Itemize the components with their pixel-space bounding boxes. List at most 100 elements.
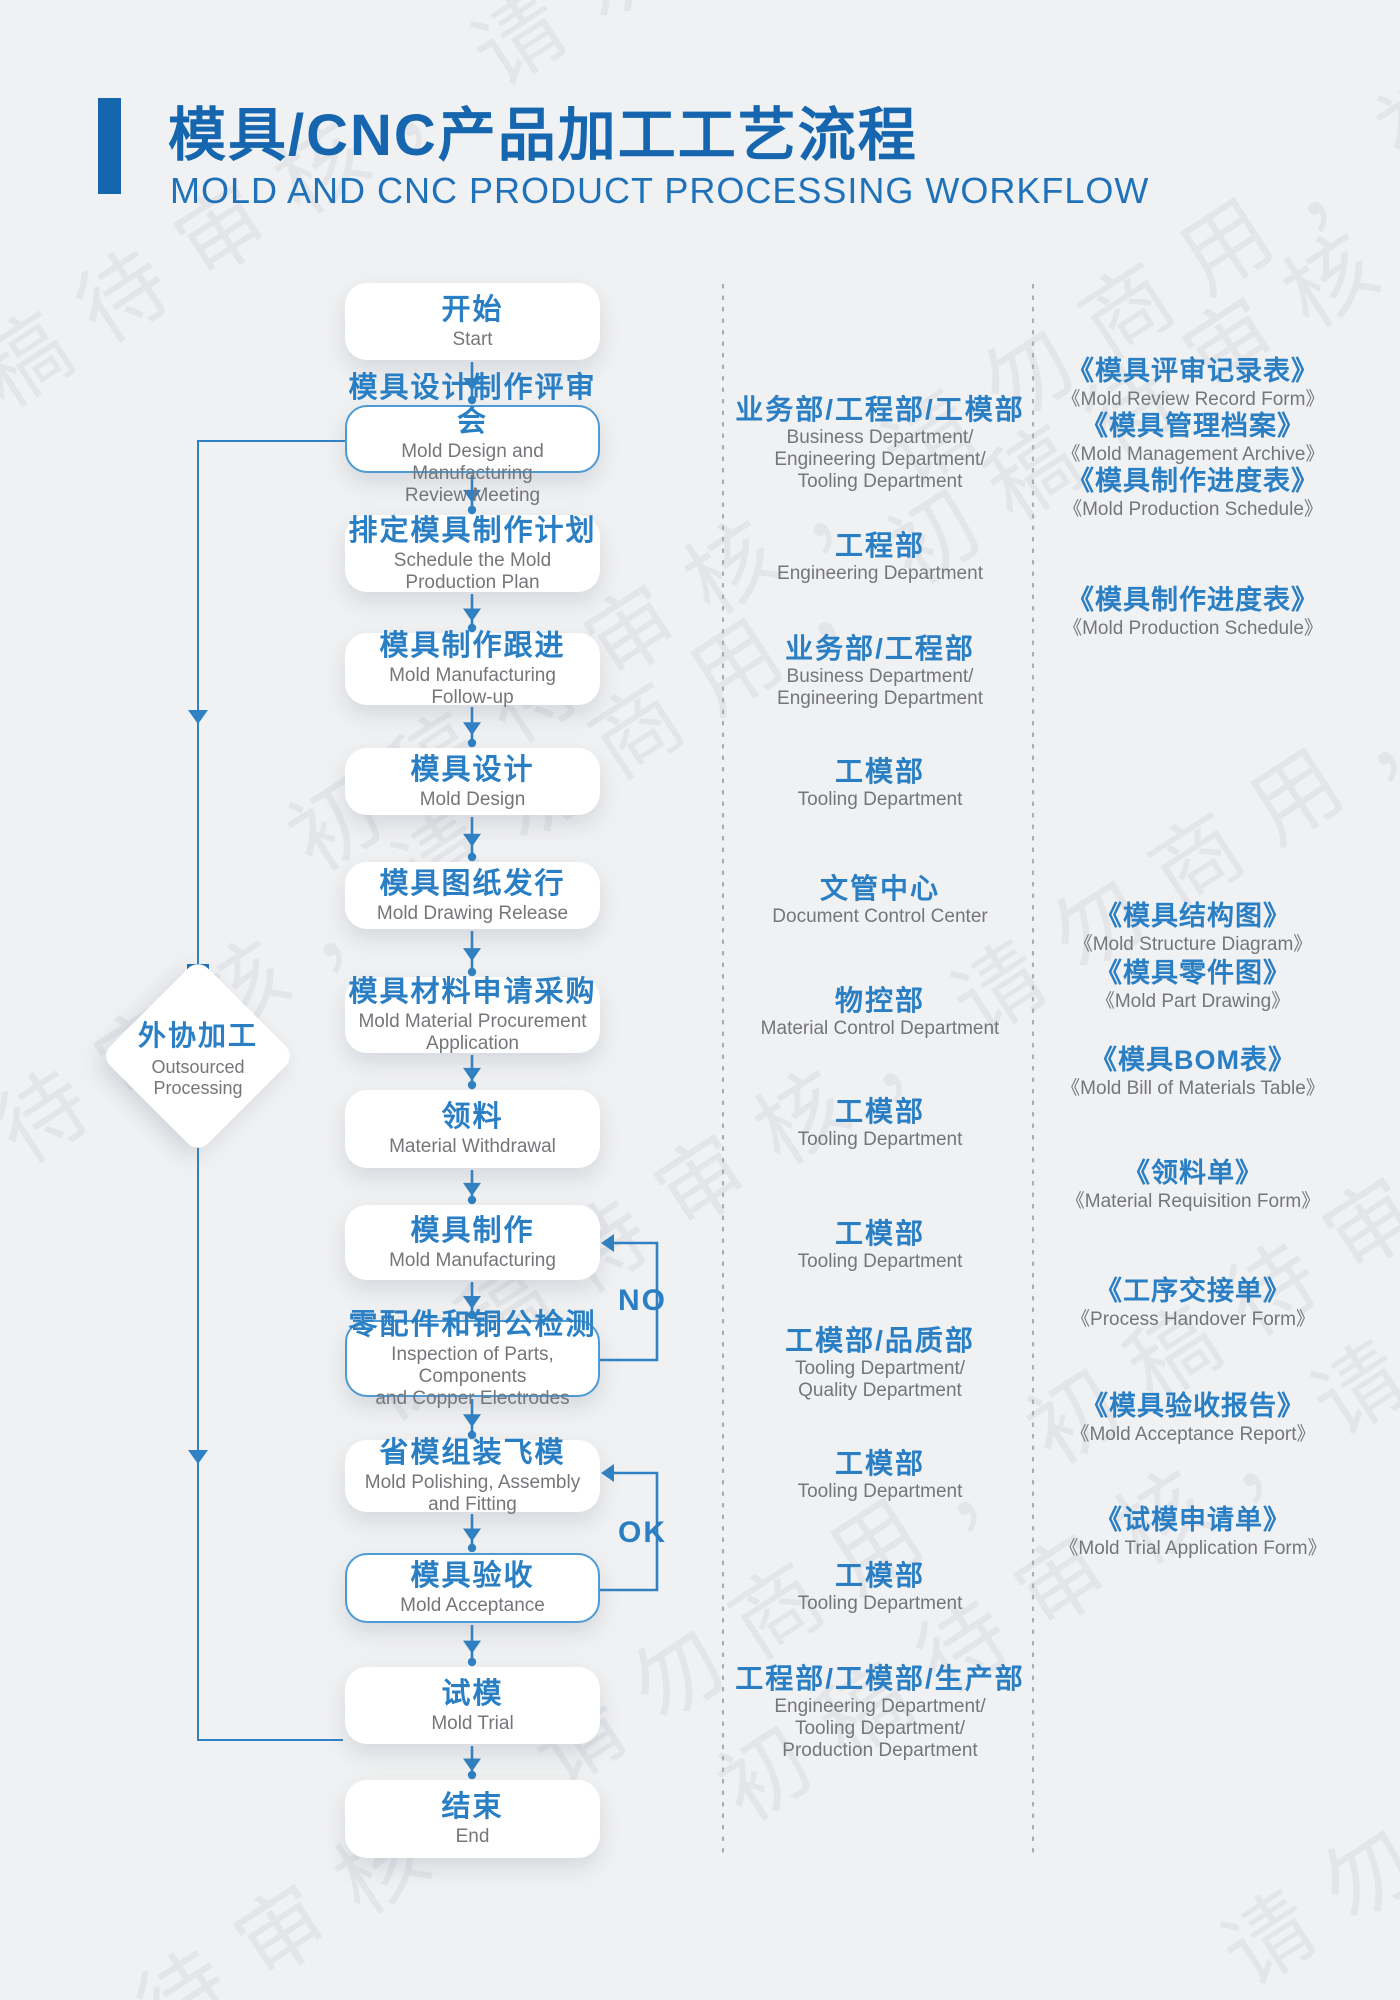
flow-arrowhead-icon bbox=[463, 1528, 481, 1542]
document-label-en: 《Mold Part Drawing》 bbox=[1095, 991, 1291, 1012]
node-label-zh: 模具制作跟进 bbox=[379, 630, 566, 662]
node-label-zh: 模具设计制作评审会 bbox=[348, 372, 597, 438]
flow-arrowhead-icon bbox=[463, 1296, 481, 1310]
document-label-en: 《Mold Structure Diagram》 bbox=[1073, 934, 1313, 955]
document-item: 《模具零件图》《Mold Part Drawing》 bbox=[1023, 957, 1363, 1013]
document-item: 《工序交接单》《Process Handover Form》 bbox=[1023, 1275, 1363, 1331]
flow-arrow-dot bbox=[467, 1430, 477, 1440]
loop-ok-path bbox=[600, 1471, 659, 1592]
flow-arrowhead-icon bbox=[463, 489, 481, 503]
document-label-zh: 《模具结构图》 bbox=[1095, 901, 1291, 931]
document-label-zh: 《模具管理档案》 bbox=[1081, 411, 1305, 441]
node-label-zh: 模具制作 bbox=[410, 1214, 535, 1247]
department-label-zh: 业务部/工程部/工模部 bbox=[735, 394, 1025, 425]
flow-arrowhead-icon bbox=[463, 1640, 481, 1654]
flow-arrow-dot bbox=[467, 1195, 477, 1205]
flow-node-material-withdrawal: 领料 Material Withdrawal bbox=[345, 1090, 600, 1168]
document-label-en: 《Mold Acceptance Report》 bbox=[1070, 1424, 1316, 1445]
document-item: 《模具制作进度表》《Mold Production Schedule》 bbox=[1023, 465, 1363, 521]
node-label-en: Schedule the Mold Production Plan bbox=[393, 549, 552, 593]
node-label-en: Mold Manufacturing bbox=[389, 1249, 556, 1271]
diamond-label-en: Outsourced Processing bbox=[151, 1056, 245, 1098]
department-label-zh: 工模部 bbox=[834, 1096, 925, 1127]
document-label-en: 《Mold Bill of Materials Table》 bbox=[1061, 1078, 1325, 1099]
loop-no-path bbox=[600, 1241, 659, 1362]
node-label-en: Mold Trial bbox=[431, 1712, 514, 1734]
flow-arrowhead-icon bbox=[463, 722, 481, 736]
department-label-en: Tooling Department bbox=[797, 789, 963, 810]
branch-arrowhead-icon bbox=[188, 1450, 208, 1464]
department-label-en: Tooling Department bbox=[797, 1251, 963, 1272]
department-label-en: Document Control Center bbox=[772, 906, 988, 927]
department-label-zh: 业务部/工程部 bbox=[785, 633, 975, 664]
department-label-en: Engineering Department/ Tooling Departme… bbox=[774, 1696, 986, 1761]
document-item: 《模具结构图》《Mold Structure Diagram》 bbox=[1023, 900, 1363, 956]
flow-arrowhead-icon bbox=[463, 1758, 481, 1772]
document-item: 《模具验收报告》《Mold Acceptance Report》 bbox=[1023, 1390, 1363, 1446]
node-label-en: Mold Manufacturing Follow-up bbox=[389, 665, 556, 708]
document-label-en: 《Process Handover Form》 bbox=[1071, 1309, 1315, 1330]
document-label-zh: 《模具制作进度表》 bbox=[1067, 466, 1319, 496]
flow-arrowhead-icon bbox=[463, 608, 481, 622]
document-item: 《模具制作进度表》《Mold Production Schedule》 bbox=[1023, 584, 1363, 640]
node-label-en: Mold Design bbox=[419, 788, 526, 810]
flow-arrow-dot bbox=[467, 1543, 477, 1553]
flow-arrow-dot bbox=[467, 738, 477, 748]
document-label-en: 《Mold Management Archive》 bbox=[1061, 444, 1325, 465]
node-label-en: Mold Material Procurement Application bbox=[358, 1011, 587, 1054]
node-label-en: Material Withdrawal bbox=[389, 1136, 556, 1157]
node-label-zh: 省模组装飞模 bbox=[379, 1437, 566, 1469]
document-item: 《模具管理档案》《Mold Management Archive》 bbox=[1023, 410, 1363, 466]
flow-arrow-dot bbox=[467, 852, 477, 862]
loop-arrowhead-icon bbox=[601, 1234, 614, 1252]
page-title: 模具/CNC产品加工工艺流程 bbox=[168, 103, 918, 168]
department-label-en: Tooling Department bbox=[797, 1593, 963, 1614]
flow-arrowhead-icon bbox=[463, 833, 481, 847]
document-label-en: 《Mold Review Record Form》 bbox=[1061, 389, 1325, 410]
node-label-en: Mold Design and Manufacturing Review Mee… bbox=[401, 441, 544, 506]
flow-arrow-dot bbox=[467, 1657, 477, 1667]
department-label-zh: 工程部 bbox=[834, 530, 925, 561]
flow-arrow-dot bbox=[467, 623, 477, 633]
node-label-zh: 排定模具制作计划 bbox=[348, 514, 597, 547]
document-label-zh: 《模具BOM表》 bbox=[1090, 1045, 1296, 1075]
flow-arrow-dot bbox=[467, 967, 477, 977]
flow-arrow-dot bbox=[467, 1310, 477, 1320]
flow-arrowhead-icon bbox=[463, 1414, 481, 1428]
loop-label-ok: OK bbox=[618, 1516, 667, 1549]
node-label-zh: 领料 bbox=[441, 1101, 504, 1133]
department-label-zh: 工模部 bbox=[834, 1218, 925, 1249]
flow-arrow-dot bbox=[467, 1770, 477, 1780]
flow-arrowhead-icon bbox=[463, 948, 481, 962]
branch-arrowhead-icon bbox=[188, 710, 208, 724]
node-label-en: Mold Drawing Release bbox=[376, 902, 569, 924]
node-label-en: End bbox=[455, 1826, 490, 1847]
document-label-zh: 《领料单》 bbox=[1123, 1158, 1263, 1188]
node-label-zh: 模具材料申请采购 bbox=[348, 976, 597, 1008]
department-label-zh: 工程部/工模部/生产部 bbox=[735, 1663, 1025, 1694]
node-label-zh: 模具图纸发行 bbox=[379, 867, 566, 900]
department-label-en: Tooling Department bbox=[797, 1481, 963, 1502]
flow-arrowhead-icon bbox=[463, 1182, 481, 1196]
node-label-en: Inspection of Parts, Components and Copp… bbox=[375, 1343, 570, 1409]
document-label-zh: 《模具验收报告》 bbox=[1081, 1391, 1305, 1421]
document-label-en: 《Material Requisition Form》 bbox=[1065, 1191, 1321, 1212]
department-label-en: Engineering Department bbox=[777, 563, 983, 584]
